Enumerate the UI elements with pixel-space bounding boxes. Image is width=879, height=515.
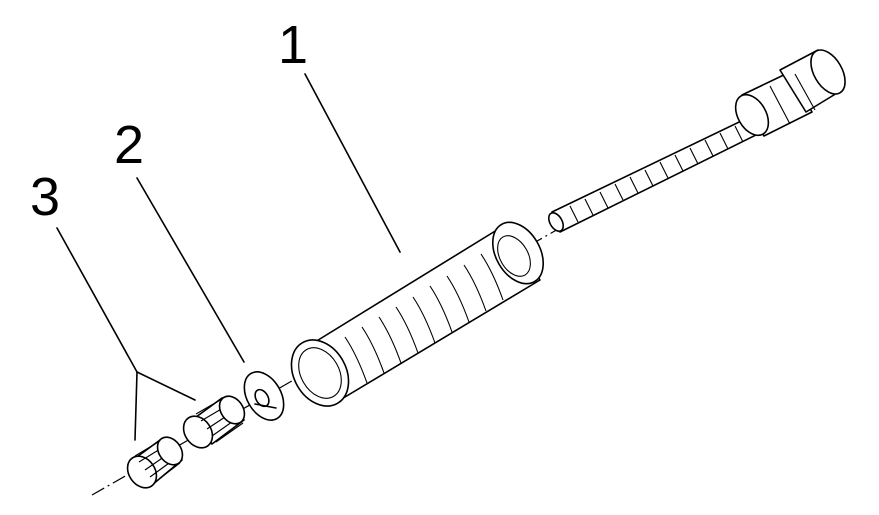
callout-number-1: 1	[278, 15, 309, 75]
end-fitting-nut	[734, 49, 846, 137]
leader-line-3	[56, 227, 138, 373]
callout-number-3: 3	[30, 167, 61, 227]
leader-line-3a	[136, 371, 196, 401]
part-3-insert-small	[126, 436, 184, 489]
part-3-insert-large	[182, 395, 246, 449]
part-2-washer	[243, 371, 285, 421]
leader-line-1	[304, 73, 401, 253]
part-1-sleeve	[290, 221, 545, 407]
leader-line-3b	[134, 371, 138, 441]
callout-number-2: 2	[114, 115, 145, 175]
leader-line-2	[136, 177, 245, 363]
rod-with-thread	[547, 111, 771, 233]
